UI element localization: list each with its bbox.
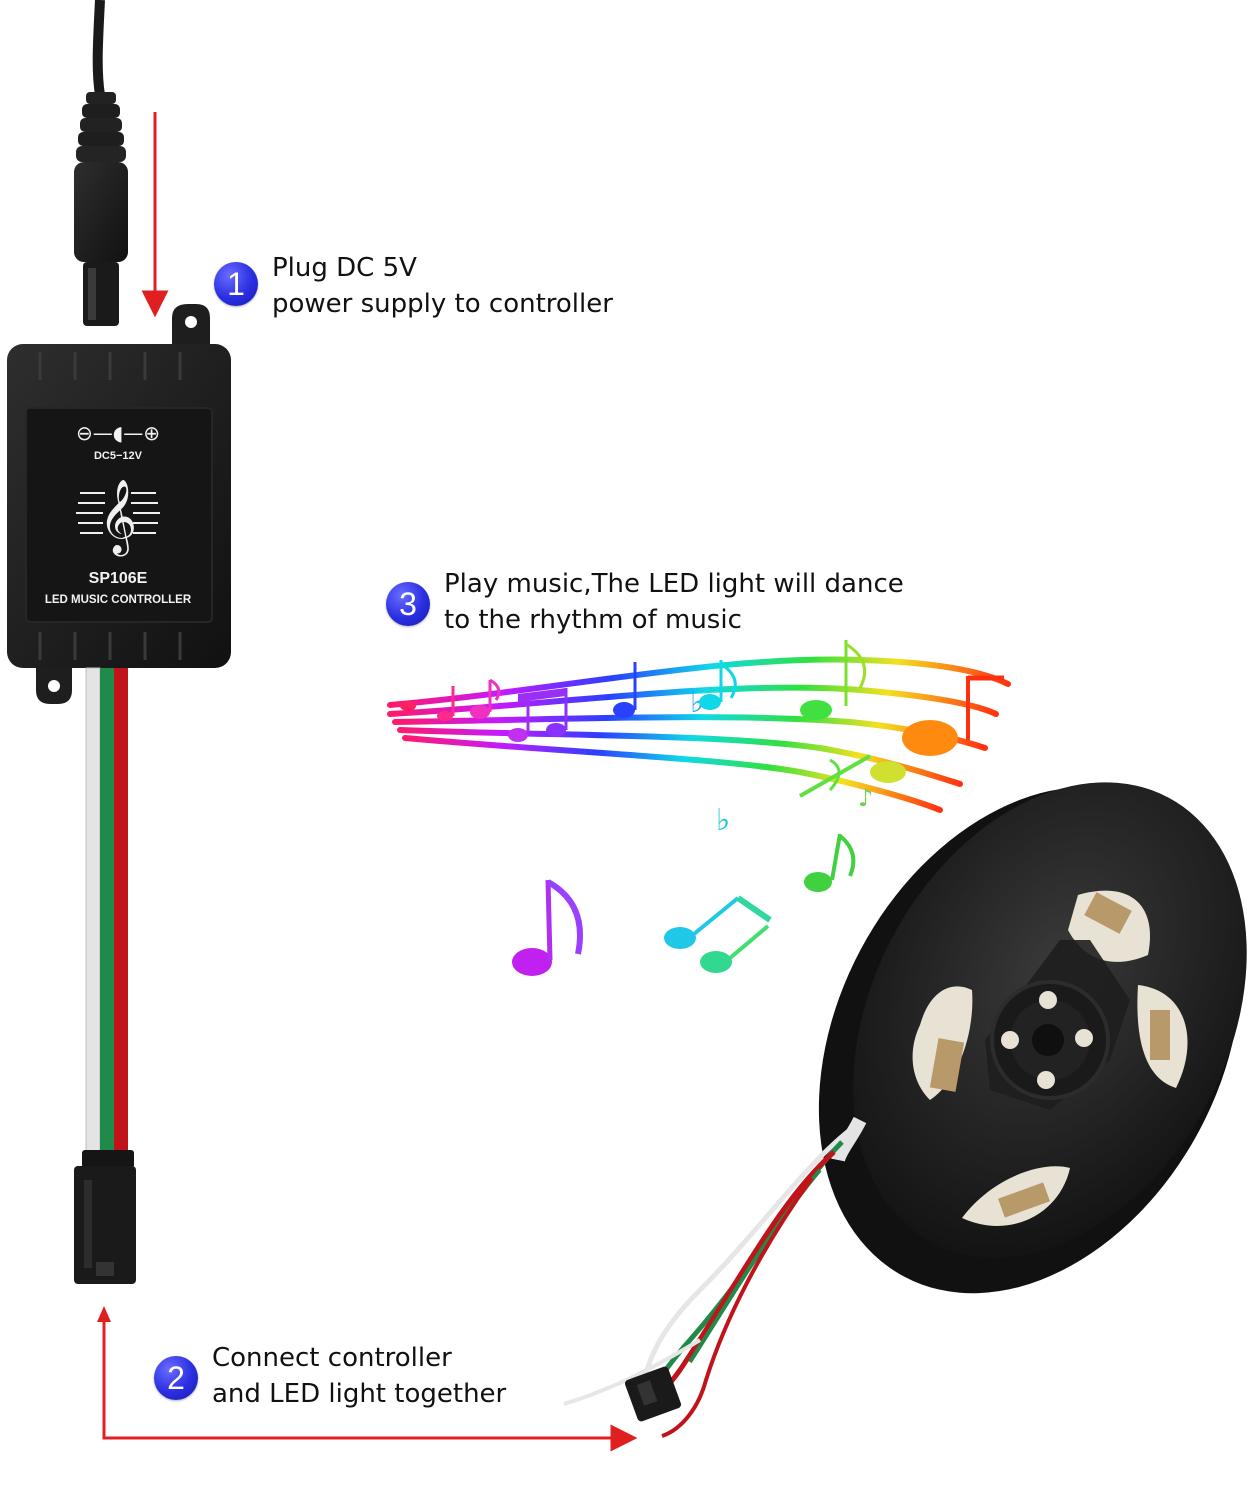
step-line: and LED light together [212,1379,507,1409]
step-1: 1 Plug DC 5V power supply to controller [214,253,613,322]
strip-wires [563,1128,852,1438]
step-text: Plug DC 5V power supply to controller [272,250,613,322]
music-staff [387,656,1011,813]
step-badge: 2 [154,1356,198,1400]
music-note-icon: ♭ ♪ [512,784,873,976]
treble-clef-icon: 𝄞 [76,480,160,557]
step-badge: 1 [214,262,258,306]
strip-connector [624,1366,682,1422]
step-badge: 3 [386,582,430,626]
led-reel-icon [818,782,1247,1294]
step-text: Connect controller and LED light togethe… [212,1340,506,1412]
step-line: Play music,The LED light will dance [444,569,904,599]
dc-plug-icon [74,0,128,326]
step-line: Plug DC 5V [272,253,417,283]
polarity-label: ⊖—◖—⊕ [76,421,160,445]
step-2: 2 Connect controller and LED light toget… [154,1343,506,1412]
svg-text:𝄞: 𝄞 [99,480,137,557]
svg-text:♪: ♪ [858,784,873,812]
step-line: to the rhythm of music [444,605,742,635]
step-3: 3 Play music,The LED light will dance to… [386,569,904,638]
staff-notes: ♭ [400,640,1004,798]
step-line: Connect controller [212,1343,452,1373]
svg-text:♭: ♭ [690,685,704,720]
music-controller: ⊖—◖—⊕ DC5−12V 𝄞 SP106E LED MUSIC CONTROL… [7,304,231,704]
svg-text:♭: ♭ [716,803,730,838]
step-line: power supply to controller [272,289,613,319]
controller-wires [85,667,128,1159]
controller-name: LED MUSIC CONTROLLER [45,594,192,606]
connect-arrow [102,1310,638,1452]
controller-connector [74,1150,136,1284]
controller-model: SP106E [89,570,148,587]
voltage-label: DC5−12V [94,450,143,462]
step-text: Play music,The LED light will dance to t… [444,566,904,638]
